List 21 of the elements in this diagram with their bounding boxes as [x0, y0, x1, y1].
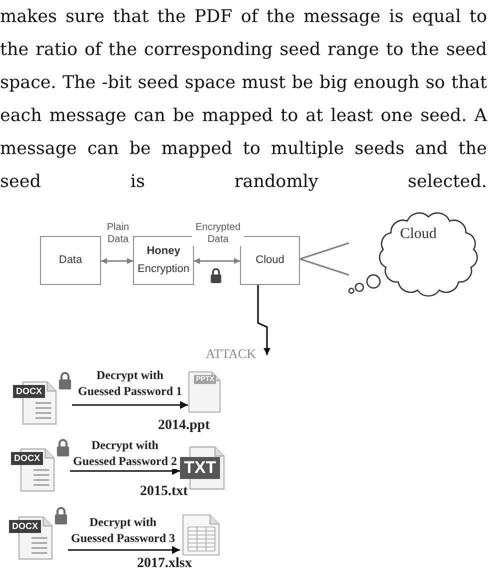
file-name: 2014.ppt — [158, 418, 210, 434]
file-type-tag: DOCX — [11, 452, 44, 465]
arrow — [70, 467, 180, 475]
file-name: 2017.xlsx — [137, 556, 192, 572]
paragraph: makes sure that the PDF of the message is equal to the ratio of the corresponding seed range to the seed space. The -bit seed space must be big enough so that each message can be mapped to at least one seed. A message can be mapped to multiple seeds and the seed is randomly selected. — [0, 6, 487, 194]
file-name: 2015.txt — [140, 484, 188, 500]
double-arrow — [194, 258, 240, 264]
file-type-tag: DOCX — [9, 520, 42, 533]
process-box: Cloud — [240, 236, 300, 285]
connector-line — [299, 242, 350, 276]
file-type-tag: TXT — [180, 457, 220, 479]
process-box: Honey Encryption — [133, 236, 194, 285]
spreadsheet-icon — [180, 514, 220, 556]
double-arrow — [101, 258, 133, 264]
edge-label: Encrypted Data — [192, 222, 244, 246]
arrow — [68, 546, 180, 554]
process-box: Data — [40, 236, 101, 285]
file-type-tag: DOCX — [13, 385, 46, 398]
arrow — [72, 401, 188, 409]
node-label: Cloud — [400, 226, 437, 243]
arrow — [257, 285, 270, 355]
